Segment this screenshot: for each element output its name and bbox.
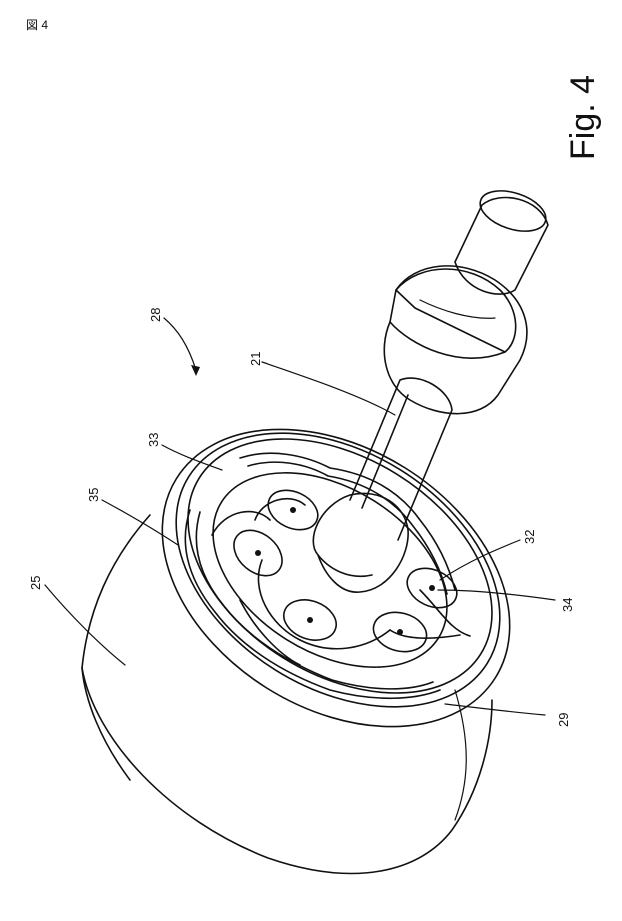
shaft-tip (455, 183, 551, 294)
leader-lines (45, 318, 555, 715)
device-drawing (82, 183, 564, 873)
label-25: 25 (28, 576, 43, 590)
rim-slot (185, 453, 455, 698)
shaft (350, 378, 452, 540)
label-28: 28 (148, 308, 163, 322)
shaft-collar (313, 493, 408, 592)
reference-labels: 28 21 33 35 25 32 34 29 (28, 308, 575, 727)
label-34: 34 (560, 598, 575, 612)
conductor-tracks (212, 499, 470, 665)
label-35: 35 (86, 488, 101, 502)
flange-ring (108, 368, 565, 788)
corner-tag: 図 4 (26, 18, 48, 32)
bearing-sleeve (384, 266, 527, 414)
label-29: 29 (556, 713, 571, 727)
label-21: 21 (248, 352, 263, 366)
label-32: 32 (522, 530, 537, 544)
figure-title: Fig. 4 (564, 75, 602, 160)
label-33: 33 (146, 433, 161, 447)
